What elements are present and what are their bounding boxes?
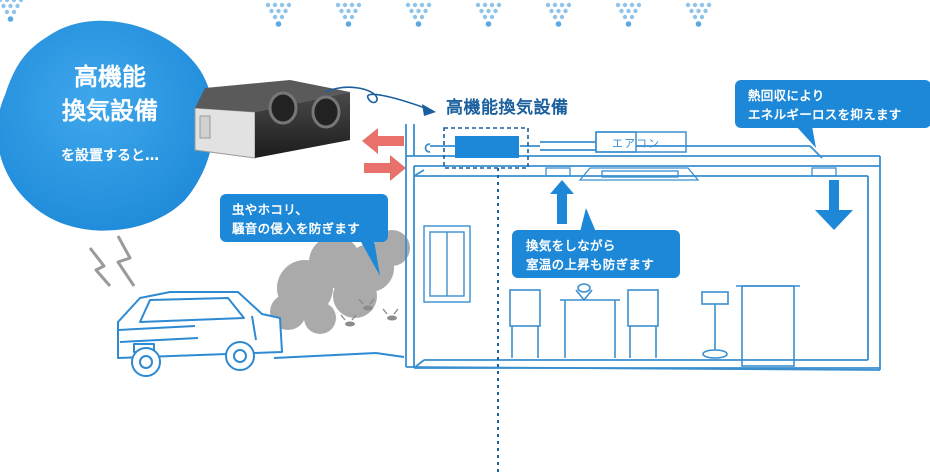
dining-set-illustration [510, 284, 658, 358]
callout-heat-recovery-line2: エネルギーロスを抑えます [748, 105, 902, 124]
aircon-label: エアコン [612, 135, 660, 151]
headline-line2: 換気設備 [30, 96, 190, 126]
noise-lightning-icon [90, 236, 134, 286]
air-flow-arrows [550, 180, 853, 230]
callout-heat-recovery-line1: 熱回収により [748, 86, 902, 105]
window-illustration [424, 226, 470, 302]
car-illustration [118, 292, 282, 376]
callout-ventilation-line2: 室温の上昇も防ぎます [526, 255, 654, 274]
callout-insects-dust-line2: 騒音の侵入を防ぎます [232, 219, 360, 238]
headline-line1: 高機能 [40, 62, 180, 92]
callout-ventilation-line1: 換気をしながら [526, 236, 654, 255]
ground-line [274, 353, 404, 358]
callout-insects-dust: 虫やホコリ、 騒音の侵入を防ぎます [232, 200, 360, 238]
ceiling-vents [546, 168, 836, 180]
callout-insects-dust-line1: 虫やホコリ、 [232, 200, 360, 219]
air-exchange-arrows [362, 128, 406, 181]
pointer-arrowhead [422, 104, 436, 116]
callout-ventilation: 換気をしながら 室温の上昇も防ぎます [526, 236, 654, 274]
callout-heat-recovery: 熱回収により エネルギーロスを抑えます [748, 86, 902, 124]
device-title: 高機能換気設備 [446, 93, 569, 118]
kitchen-counter-illustration [702, 286, 800, 366]
headline-line3: を設置すると… [30, 146, 190, 166]
ceiling-unit [455, 136, 519, 158]
